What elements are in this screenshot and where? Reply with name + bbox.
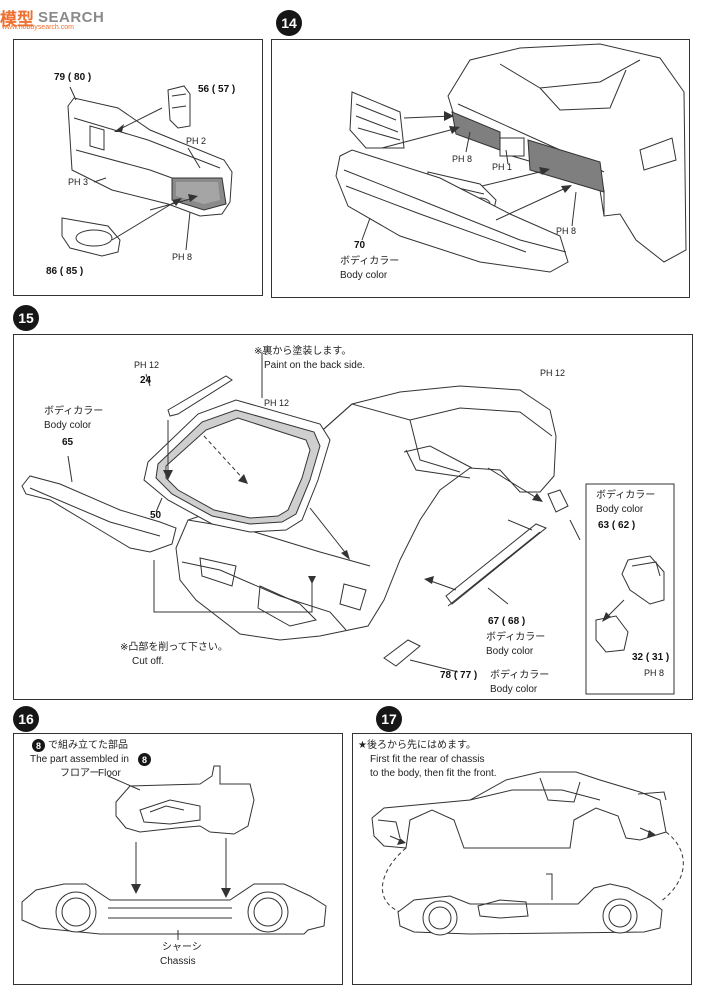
part-label-lamp-86-85: 86 ( 85 ) xyxy=(46,266,84,277)
step14-part-label-70: 70 xyxy=(354,240,366,251)
step-16-badge: 16 xyxy=(13,706,39,732)
step15-note-back-en: Paint on the back side. xyxy=(264,360,366,371)
step15-fender-body-color-jp: ボディカラー xyxy=(490,670,550,681)
step16-chassis-en: Chassis xyxy=(160,956,196,967)
step14-paint-tag-ph8-b: PH 8 xyxy=(556,226,577,236)
step15-paint-tag-window-ph12: PH 12 xyxy=(264,398,290,408)
step17-note-en-2: to the body, then fit the front. xyxy=(370,768,497,779)
step15-spoiler-body-color-en: Body color xyxy=(44,420,92,431)
step15-part-label-65: 65 xyxy=(62,437,74,448)
step16-ref-step-number: 8 xyxy=(35,740,41,751)
step15-skirt-body-color-jp: ボディカラー xyxy=(486,632,546,643)
step15-part-label-50: 50 xyxy=(150,510,162,521)
step15-spoiler-body-color-jp: ボディカラー xyxy=(44,406,104,417)
step16-floor-jp: フロアー xyxy=(60,768,100,779)
paint-tag-ph2: PH 2 xyxy=(186,136,207,146)
step15-part-label-32-31: 32 ( 31 ) xyxy=(632,652,670,663)
watermark-logo: 模型 SEARCH www.hobbysearch.com xyxy=(0,0,104,34)
step15-part-label-67-68: 67 ( 68 ) xyxy=(488,616,526,627)
watermark-cn: 模型 xyxy=(0,9,34,30)
step15-part-label-24: 24 xyxy=(140,375,152,386)
step15-paint-tag-wiper-ph12: PH 12 xyxy=(134,360,160,370)
step15-note-back-jp: ※裏から塗装します。 xyxy=(254,346,352,357)
step15-skirt-body-color-en: Body color xyxy=(486,646,534,657)
part-label-bracket-56-57: 56 ( 57 ) xyxy=(198,84,236,95)
step16-chassis-jp: シャーシ xyxy=(162,942,202,953)
step16-line1-jp: で組み立てた部品 xyxy=(48,740,128,751)
step15-fender-body-color-en: Body color xyxy=(490,684,538,695)
step15-note-cut-jp: ※凸部を削って下さい。 xyxy=(120,642,228,653)
paint-tag-ph3: PH 3 xyxy=(68,177,89,187)
step14-body-color-en: Body color xyxy=(340,270,388,281)
panel-step-16 xyxy=(13,733,343,985)
step17-note-jp: ★後ろから先にはめます。 xyxy=(358,740,476,751)
step15-part-label-78-77: 78 ( 77 ) xyxy=(440,670,478,681)
step-17-badge: 17 xyxy=(376,706,402,732)
paint-tag-ph8: PH 8 xyxy=(172,252,193,262)
step15-part-label-63-62: 63 ( 62 ) xyxy=(598,520,636,531)
panel-step-17 xyxy=(352,733,692,985)
watermark-url: www.hobbysearch.com xyxy=(2,24,74,31)
step16-floor-en: Floor xyxy=(98,768,121,779)
step14-paint-tag-ph1: PH 1 xyxy=(492,162,513,172)
step16-ref-step-number-2: 8 xyxy=(141,754,147,765)
step14-body-color-jp: ボディカラー xyxy=(340,256,400,267)
step15-paint-tag-mirror-ph8: PH 8 xyxy=(644,668,665,678)
step14-paint-tag-ph8-a: PH 8 xyxy=(452,154,473,164)
step-14-badge: 14 xyxy=(276,10,302,36)
step16-line2-en: The part assembled in xyxy=(30,754,129,765)
step15-mirror-body-color-en: Body color xyxy=(596,504,644,515)
watermark-en: SEARCH xyxy=(38,8,105,26)
step-15-badge: 15 xyxy=(13,305,39,331)
step15-note-cut-en: Cut off. xyxy=(132,656,165,667)
step15-mirror-body-color-jp: ボディカラー xyxy=(596,490,656,501)
step16-ref-step-badge: 8 xyxy=(32,739,45,752)
part-label-bumper-79-80: 79 ( 80 ) xyxy=(54,72,92,83)
step16-ref-step-badge-2: 8 xyxy=(138,753,151,766)
step17-note-en-1: First fit the rear of chassis xyxy=(370,754,485,765)
step15-paint-tag-top-ph12: PH 12 xyxy=(540,368,566,378)
